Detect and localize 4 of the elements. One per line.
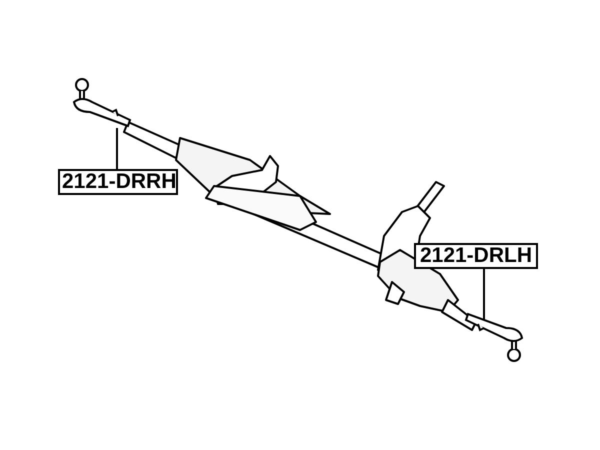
part-number-label: 2121-DRLH [414, 243, 538, 269]
leader-line [483, 269, 485, 322]
part-number-label: 2121-DRRH [58, 169, 178, 195]
leader-line [116, 128, 118, 169]
